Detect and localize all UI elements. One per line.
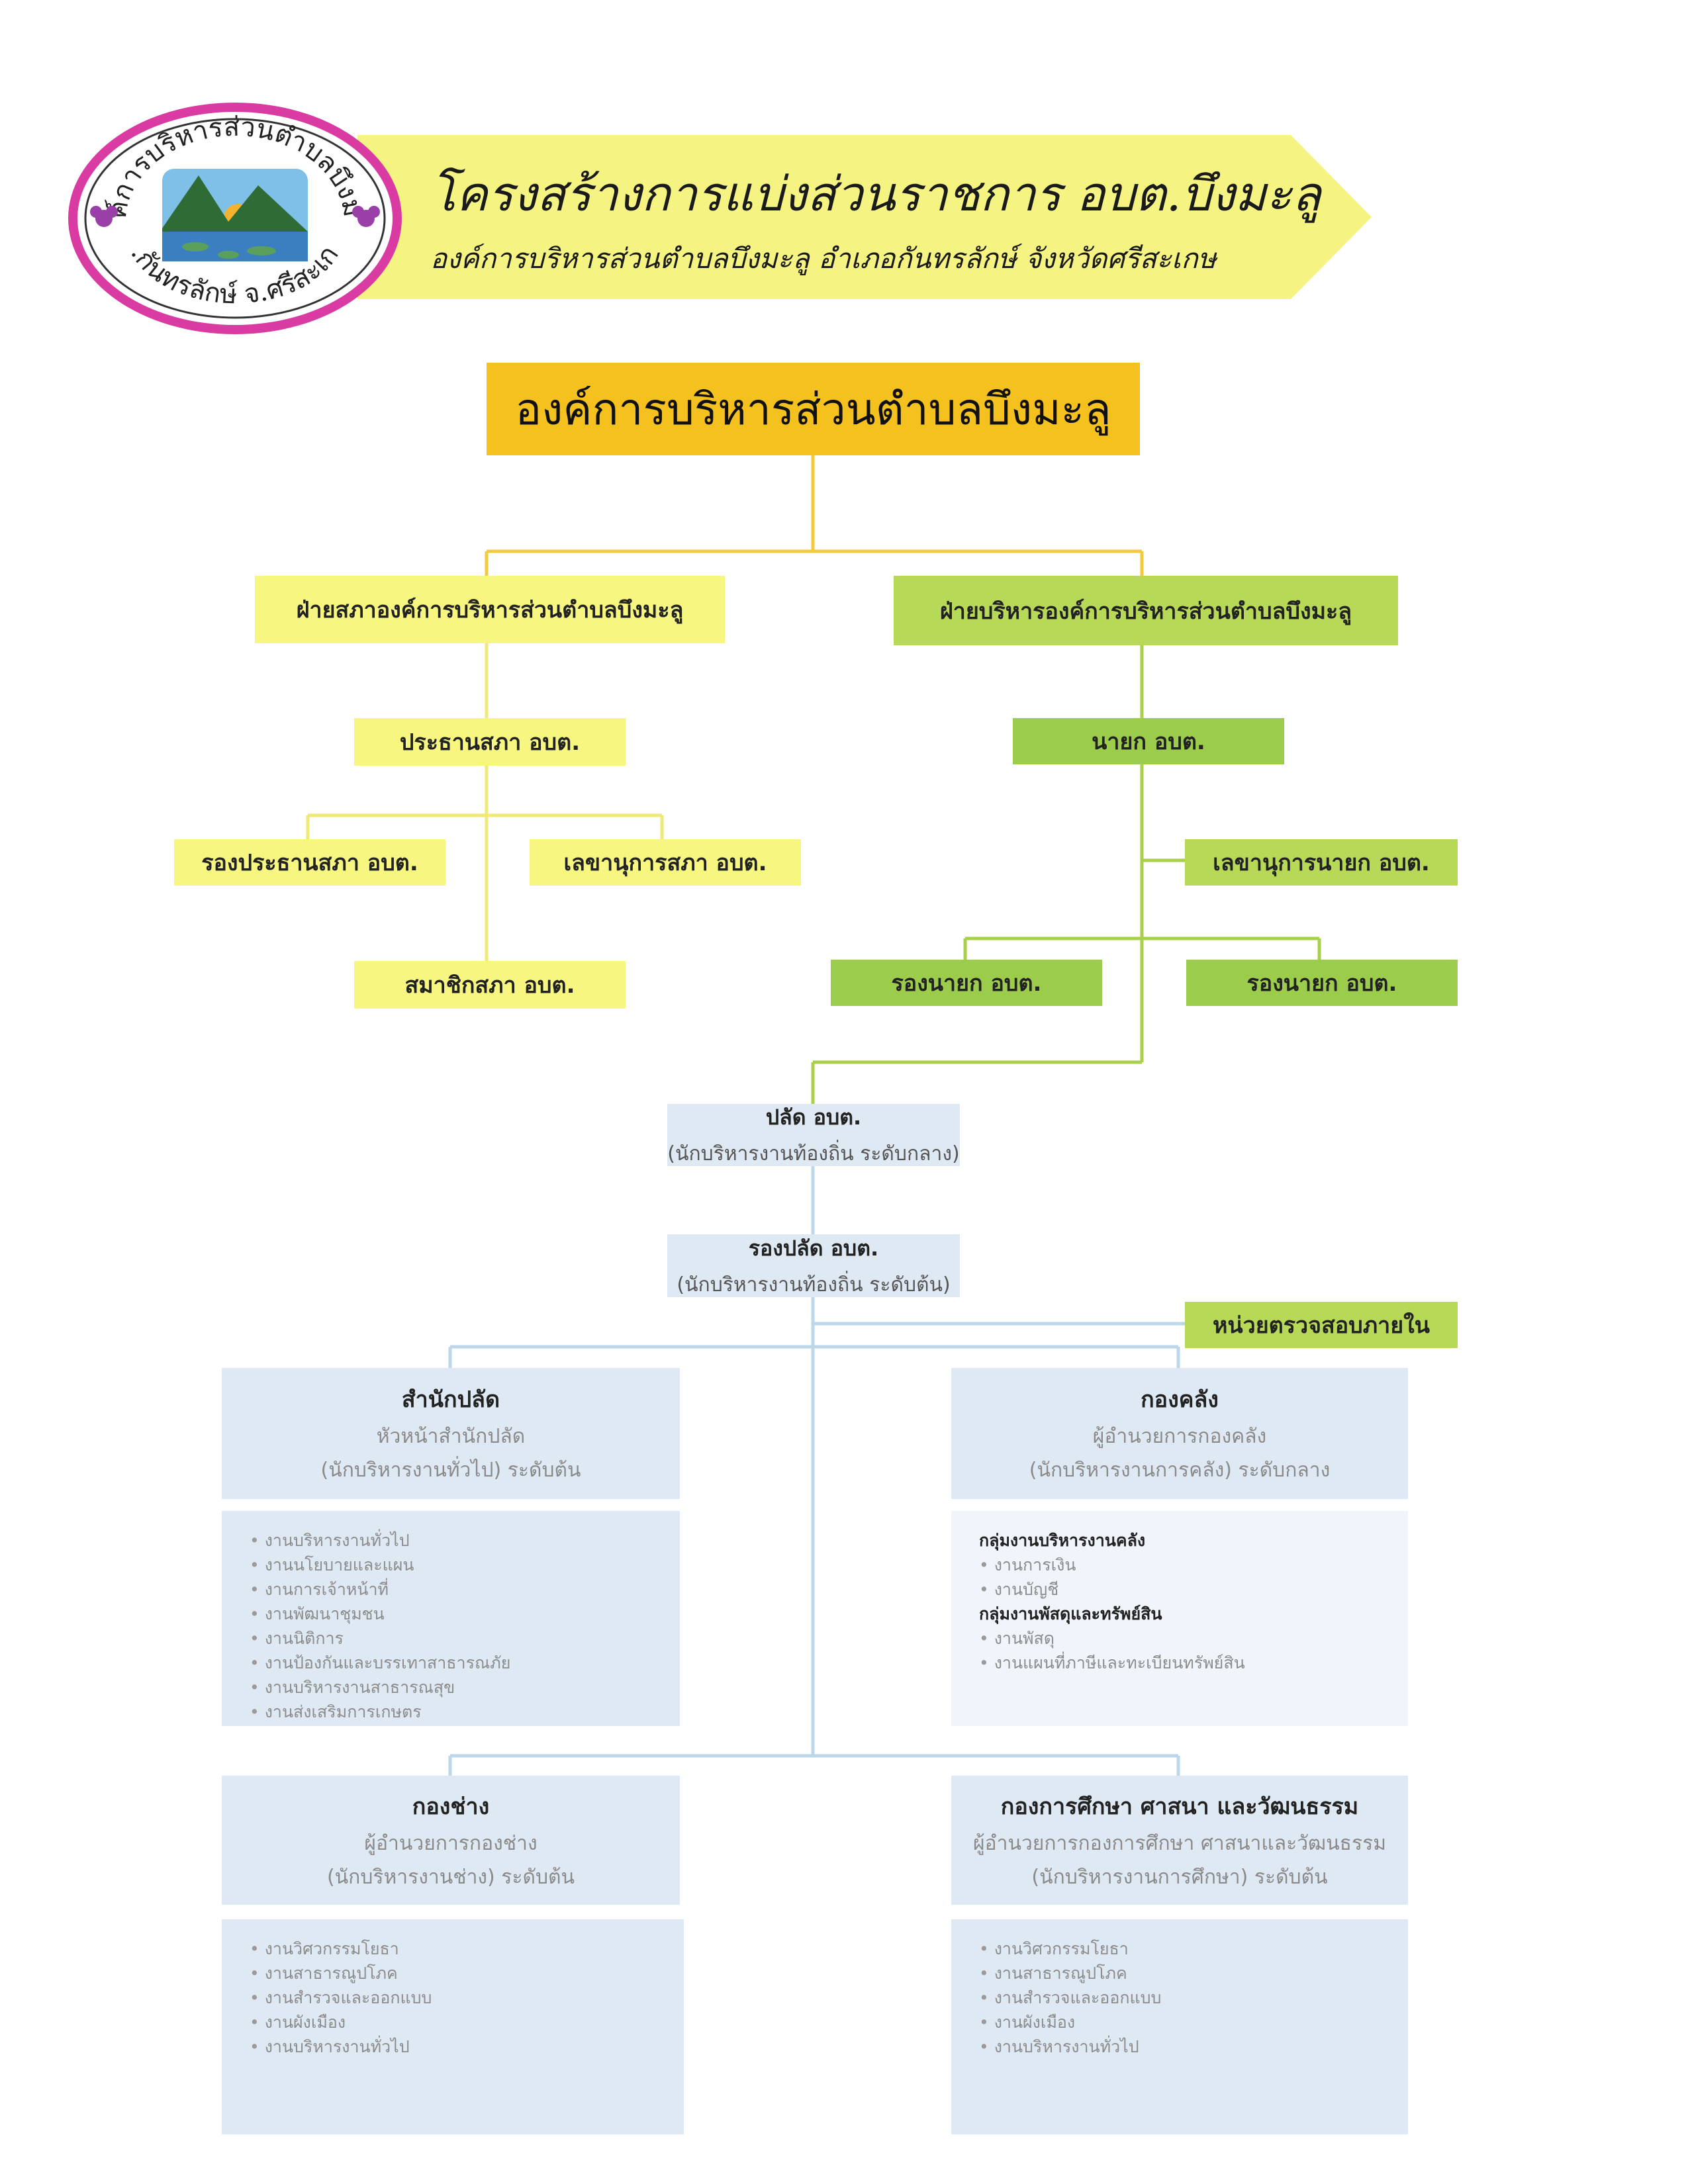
- list-item: งานพัสดุ: [979, 1626, 1380, 1651]
- department-name: กองช่าง: [412, 1793, 490, 1820]
- council-members-box: สมาชิกสภา อบต.: [354, 961, 626, 1009]
- department-rank: (นักบริหารงานช่าง) ระดับต้น: [326, 1865, 575, 1889]
- council-branch-box: ฝ่ายสภาองค์การบริหารส่วนตำบลบึงมะลู: [255, 576, 725, 643]
- department-head: ผู้อำนวยการกองช่าง: [364, 1831, 538, 1855]
- list-item: งานนิติการ: [250, 1626, 652, 1651]
- logo-landscape-icon: [162, 169, 308, 261]
- clerk-level: (นักบริหารงานท้องถิ่น ระดับกลาง): [667, 1142, 960, 1165]
- deputy-clerk-level: (นักบริหารงานท้องถิ่น ระดับต้น): [677, 1273, 951, 1297]
- root-organization-box: องค์การบริหารส่วนตำบลบึงมะลู: [487, 363, 1140, 455]
- department-task-list: งานวิศวกรรมโยธา งานสาธารณูปโภค งานสำรวจแ…: [222, 1919, 684, 2134]
- list-item: งานแผนที่ภาษีและทะเบียนทรัพย์สิน: [979, 1651, 1380, 1675]
- list-item: งานการเจ้าหน้าที่: [250, 1577, 652, 1602]
- page-title: โครงสร้างการแบ่งส่วนราชการ อบต.บึงมะลู: [430, 166, 1321, 222]
- department-box-finance: กองคลัง ผู้อำนวยการกองคลัง (นักบริหารงาน…: [951, 1368, 1408, 1499]
- department-rank: (นักบริหารงานการศึกษา) ระดับต้น: [1031, 1865, 1328, 1889]
- list-item: งานบริหารงานทั่วไป: [250, 1528, 652, 1553]
- department-task-list: งานวิศวกรรมโยธา งานสาธารณูปโภค งานสำรวจแ…: [951, 1919, 1408, 2134]
- department-name: สำนักปลัด: [401, 1387, 500, 1413]
- department-head: ผู้อำนวยการกองคลัง: [1092, 1425, 1267, 1448]
- deputy-clerk-title: รองปลัด อบต.: [748, 1235, 879, 1261]
- list-item: งานการเงิน: [979, 1553, 1380, 1577]
- clerk-box: ปลัด อบต. (นักบริหารงานท้องถิ่น ระดับกลา…: [667, 1104, 960, 1166]
- deputy-mayor-box-1: รองนายก อบต.: [831, 960, 1102, 1006]
- page-subtitle: องค์การบริหารส่วนตำบลบึงมะลู อำเภอกันทรล…: [430, 242, 1217, 275]
- internal-audit-box: หน่วยตรวจสอบภายใน: [1185, 1302, 1458, 1348]
- council-chair-box: ประธานสภา อบต.: [354, 718, 626, 766]
- list-item: งานบริหารงานทั่วไป: [979, 2034, 1380, 2059]
- task-group-title: กลุ่มงานบริหารงานคลัง: [979, 1531, 1146, 1550]
- organization-logo: องค์การบริหารส่วนตำบลบึงมะลู อ.กันทรลักษ…: [63, 96, 402, 334]
- list-item: งานส่งเสริมการเกษตร: [250, 1700, 652, 1724]
- list-item: งานบริหารงานทั่วไป: [250, 2034, 656, 2059]
- list-item: งานพัฒนาชุมชน: [250, 1602, 652, 1626]
- mayor-secretary-box: เลขานุการนายก อบต.: [1185, 839, 1458, 886]
- list-item: งานสำรวจและออกแบบ: [979, 1985, 1380, 2010]
- list-item: งานป้องกันและบรรเทาสาธารณภัย: [250, 1651, 652, 1675]
- flower-icon: [90, 206, 380, 227]
- mayor-box: นายก อบต.: [1013, 718, 1284, 764]
- list-item: งานบริหารงานสาธารณสุข: [250, 1675, 652, 1700]
- clerk-title: ปลัด อบต.: [765, 1105, 862, 1130]
- executive-branch-box: ฝ่ายบริหารองค์การบริหารส่วนตำบลบึงมะลู: [894, 576, 1398, 645]
- department-rank: (นักบริหารงานทั่วไป) ระดับต้น: [320, 1459, 581, 1482]
- department-box-office: สำนักปลัด หัวหน้าสำนักปลัด (นักบริหารงาน…: [222, 1368, 680, 1499]
- list-item: งานบัญชี: [979, 1577, 1380, 1602]
- department-rank: (นักบริหารงานการคลัง) ระดับกลาง: [1029, 1459, 1331, 1482]
- list-item: งานนโยบายและแผน: [250, 1553, 652, 1577]
- list-item: งานผังเมือง: [250, 2010, 656, 2034]
- department-task-list: กลุ่มงานบริหารงานคลัง งานการเงิน งานบัญช…: [951, 1511, 1408, 1726]
- deputy-mayor-box-2: รองนายก อบต.: [1186, 960, 1458, 1006]
- header-banner: [357, 135, 1372, 299]
- list-item: งานผังเมือง: [979, 2010, 1380, 2034]
- deputy-clerk-box: รองปลัด อบต. (นักบริหารงานท้องถิ่น ระดับ…: [667, 1234, 960, 1297]
- list-item: งานสาธารณูปโภค: [250, 1961, 656, 1985]
- list-item: งานวิศวกรรมโยธา: [979, 1936, 1380, 1961]
- department-name: กองการศึกษา ศาสนา และวัฒนธรรม: [1000, 1793, 1359, 1820]
- list-item: งานสาธารณูปโภค: [979, 1961, 1380, 1985]
- council-vice-chair-box: รองประธานสภา อบต.: [174, 839, 445, 886]
- list-item: งานวิศวกรรมโยธา: [250, 1936, 656, 1961]
- task-group-title: กลุ่มงานพัสดุและทรัพย์สิน: [979, 1604, 1162, 1623]
- department-box-education: กองการศึกษา ศาสนา และวัฒนธรรม ผู้อำนวยกา…: [951, 1776, 1408, 1905]
- department-head: หัวหน้าสำนักปลัด: [376, 1425, 526, 1448]
- list-item: งานสำรวจและออกแบบ: [250, 1985, 656, 2010]
- department-name: กองคลัง: [1141, 1387, 1219, 1413]
- department-head: ผู้อำนวยการกองการศึกษา ศาสนาและวัฒนธรรม: [973, 1831, 1386, 1855]
- department-task-list: งานบริหารงานทั่วไป งานนโยบายและแผน งานกา…: [222, 1511, 680, 1726]
- department-box-engineering: กองช่าง ผู้อำนวยการกองช่าง (นักบริหารงาน…: [222, 1776, 680, 1905]
- council-secretary-box: เลขานุการสภา อบต.: [530, 839, 801, 886]
